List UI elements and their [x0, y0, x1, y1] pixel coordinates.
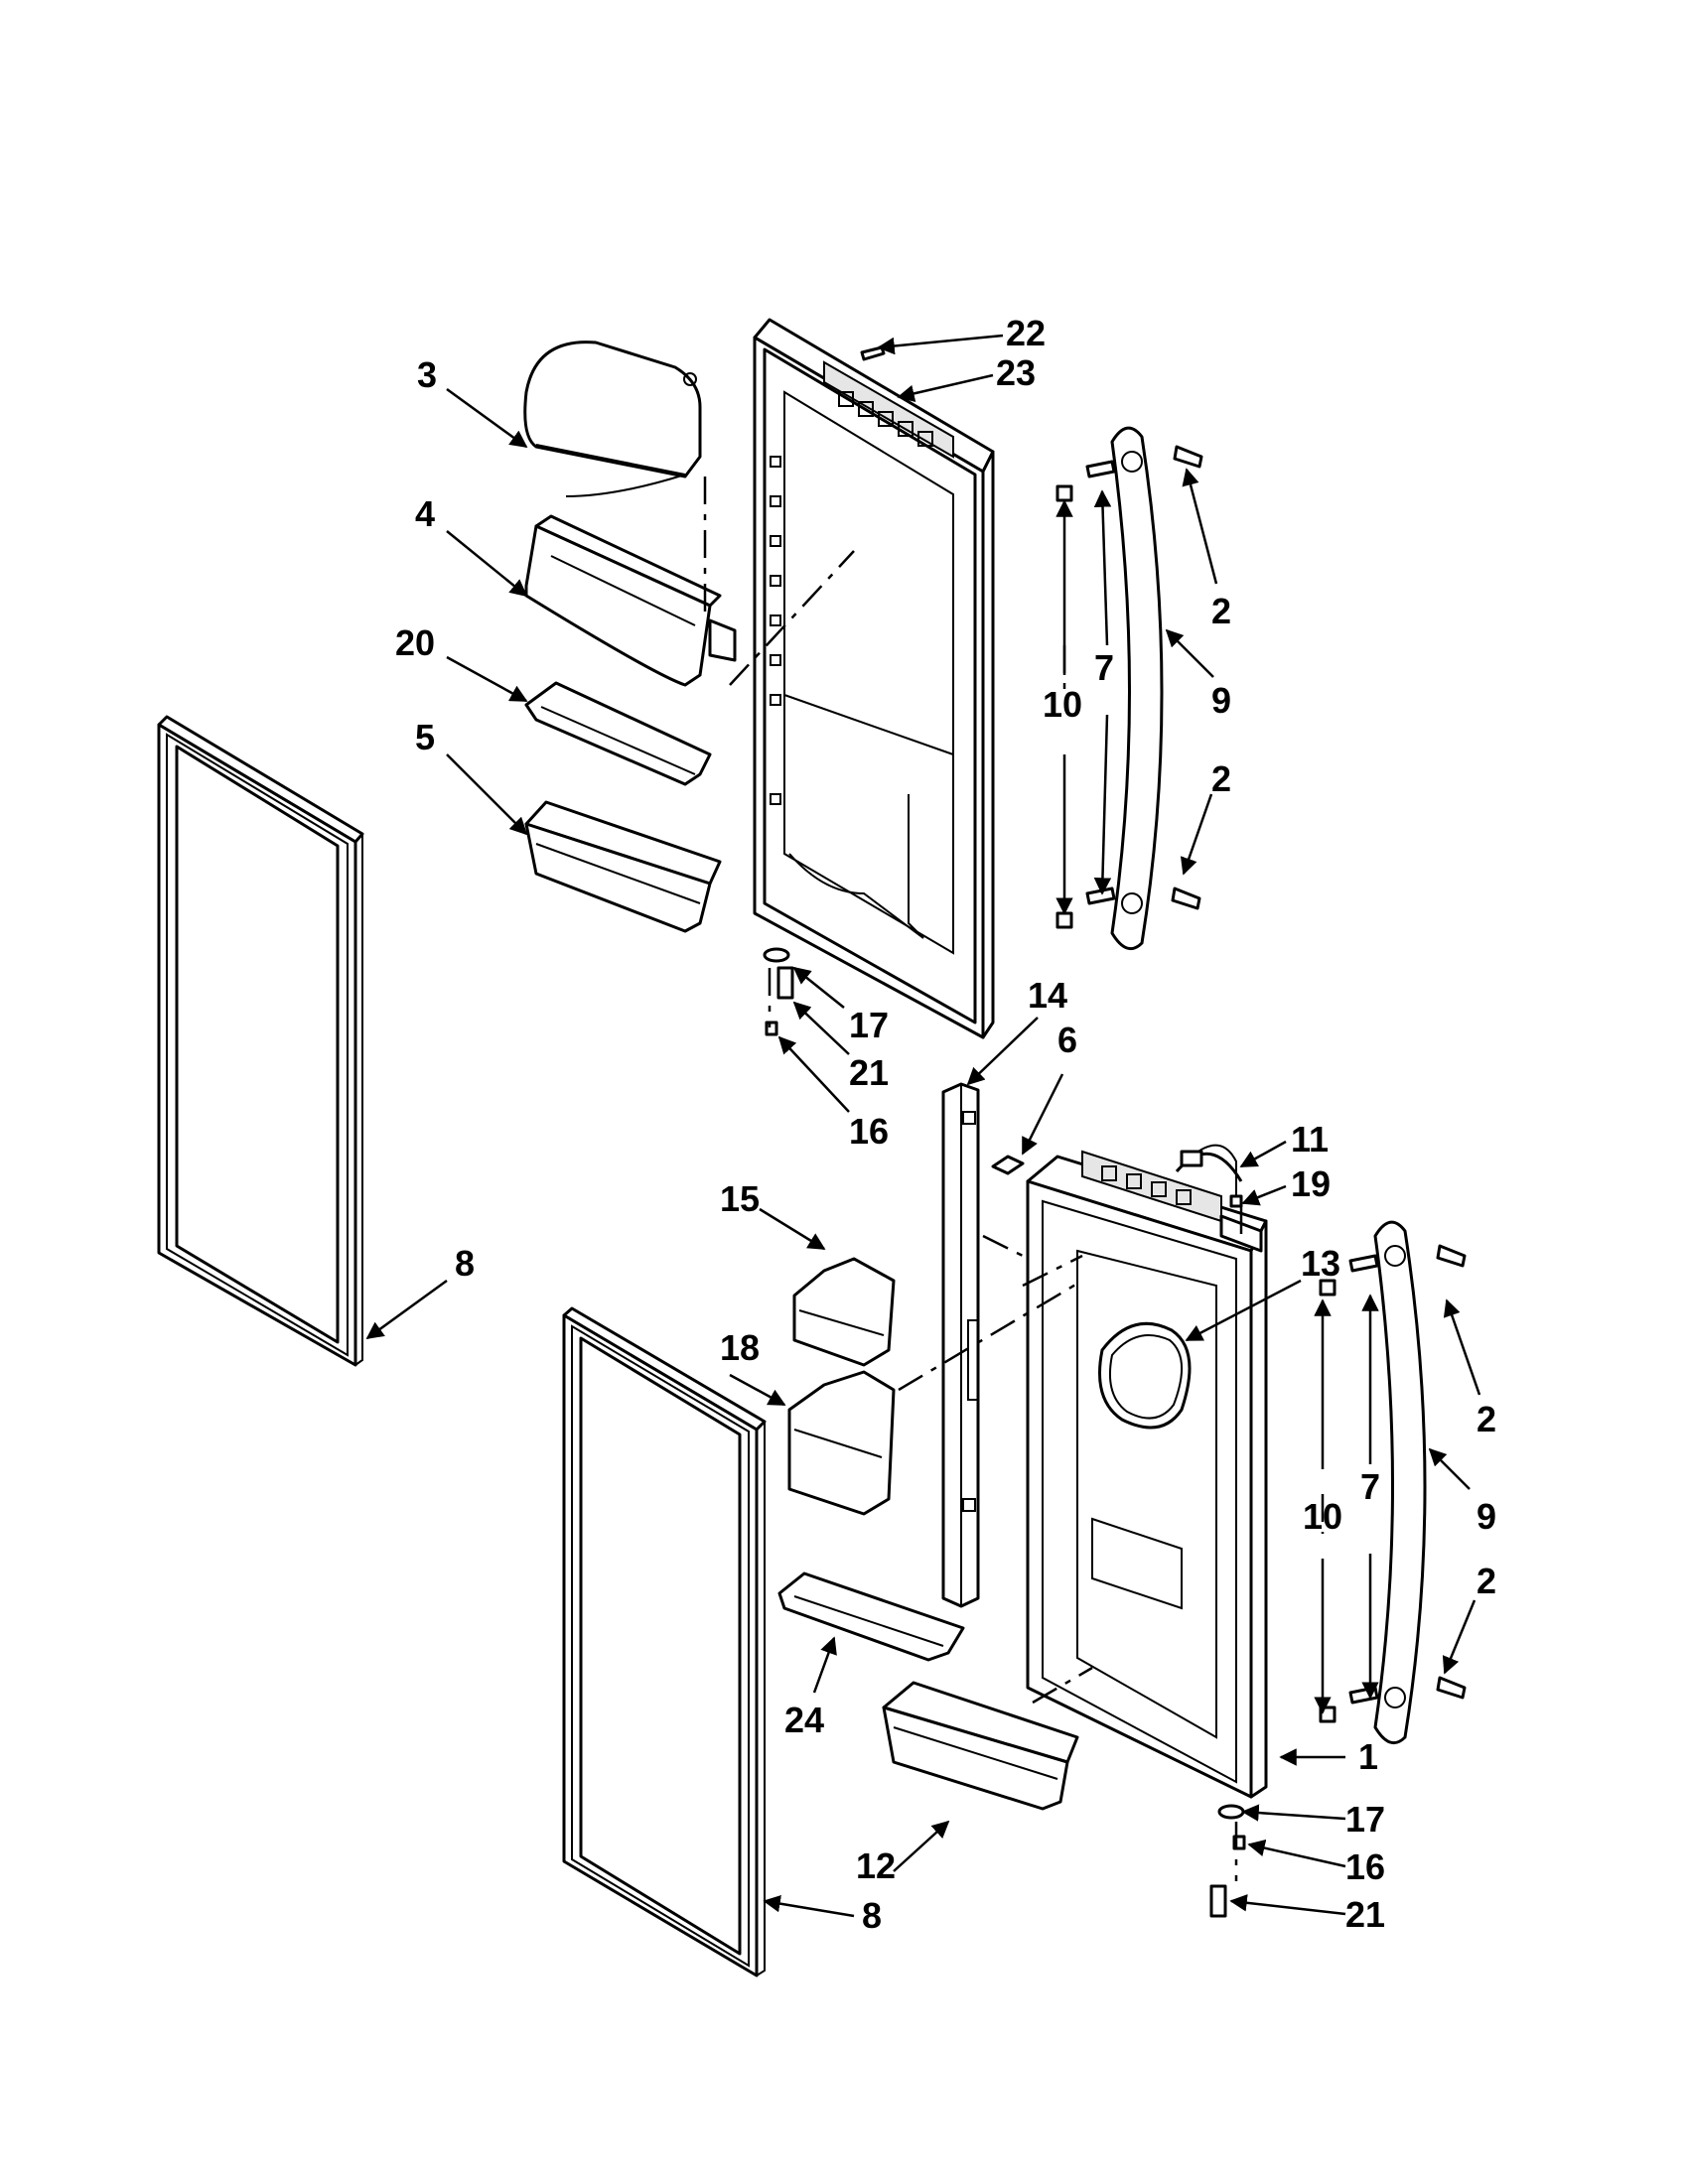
callout-7: 7	[1360, 1466, 1380, 1507]
callout-8: 8	[862, 1895, 882, 1936]
lower-hinge-hardware	[1209, 1804, 1246, 1918]
callout-10: 10	[1043, 684, 1082, 725]
callout-5: 5	[415, 717, 435, 757]
leader-lines	[365, 334, 1481, 1918]
door-bin-15	[792, 1257, 896, 1367]
callout-17: 17	[1345, 1799, 1385, 1840]
callout-22: 22	[1006, 313, 1046, 353]
screw-6	[991, 1155, 1025, 1175]
callout-10: 10	[1303, 1496, 1342, 1537]
lower-door-handle	[1319, 1220, 1467, 1745]
callout-14: 14	[1028, 975, 1067, 1016]
right-door-gasket	[562, 1306, 767, 1978]
callout-11: 11	[1291, 1119, 1329, 1160]
shelf-slide-24	[777, 1571, 965, 1662]
callout-2: 2	[1211, 591, 1231, 631]
callout-17: 17	[849, 1005, 889, 1045]
upper-door-liner	[753, 318, 995, 1039]
dairy-bin-base	[524, 514, 737, 687]
callout-9: 9	[1477, 1496, 1496, 1537]
lower-door-liner	[1026, 1150, 1268, 1799]
callout-16: 16	[849, 1111, 889, 1152]
callout-8: 8	[455, 1243, 475, 1284]
callout-6: 6	[1057, 1020, 1077, 1060]
callout-9: 9	[1211, 680, 1231, 721]
callout-labels: 22 23 3 4 20 5 2 9 7 10 2 17 21 16 14 6 …	[395, 313, 1496, 1936]
callout-13: 13	[1301, 1243, 1340, 1284]
door-bin-5	[524, 800, 722, 933]
callout-23: 23	[996, 352, 1036, 393]
callout-21: 21	[849, 1052, 889, 1093]
callout-15: 15	[720, 1178, 760, 1219]
door-bin-12	[882, 1681, 1079, 1811]
callout-2: 2	[1477, 1561, 1496, 1601]
water-tube-11	[1180, 1144, 1243, 1208]
callout-2: 2	[1477, 1399, 1496, 1439]
callout-21: 21	[1345, 1894, 1385, 1935]
callout-18: 18	[720, 1327, 760, 1368]
callout-20: 20	[395, 622, 435, 663]
callout-3: 3	[417, 354, 437, 395]
callout-4: 4	[415, 493, 435, 534]
callout-2: 2	[1211, 758, 1231, 799]
door-bin-18	[787, 1370, 896, 1516]
callout-24: 24	[784, 1700, 824, 1740]
callout-12: 12	[856, 1845, 896, 1886]
shelf-slide-20	[524, 681, 712, 786]
left-door-gasket	[157, 715, 364, 1367]
callout-16: 16	[1345, 1846, 1385, 1887]
callout-1: 1	[1358, 1736, 1378, 1777]
upper-door-handle	[1055, 426, 1203, 951]
center-mullion-14	[941, 1082, 980, 1608]
callout-7: 7	[1094, 647, 1114, 688]
dairy-bin-cover	[523, 341, 702, 497]
callout-19: 19	[1291, 1163, 1331, 1204]
